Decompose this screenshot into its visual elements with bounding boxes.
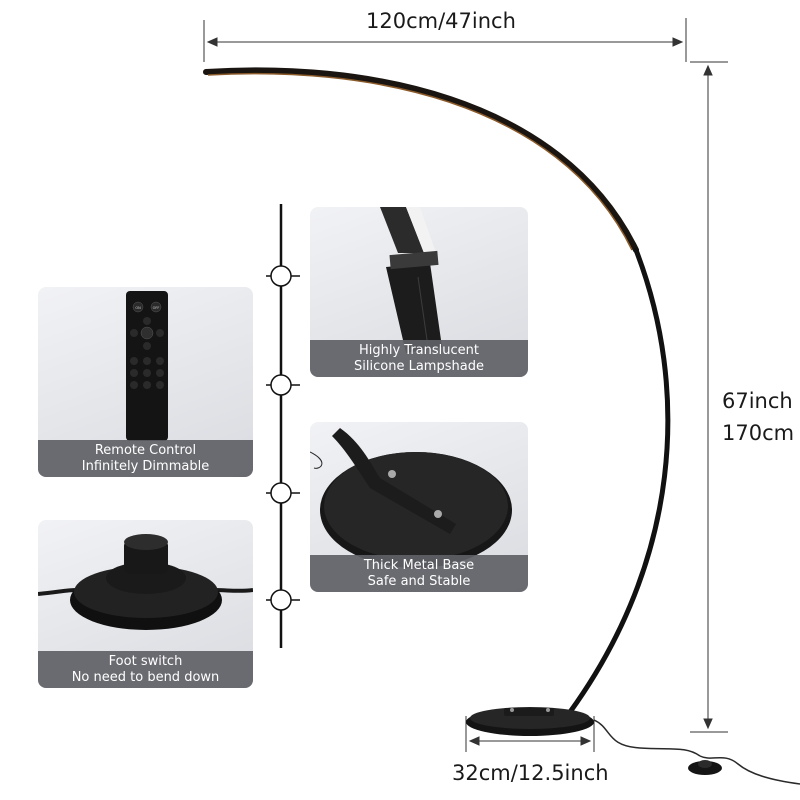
feature-card-remote: ON OFF Remote Control Infinitely Dimmabl… xyxy=(38,287,253,477)
lamp-base-icon xyxy=(466,707,594,736)
feature-card-lampshade: Highly Translucent Silicone Lampshade xyxy=(310,207,528,377)
caption-line-2: Infinitely Dimmable xyxy=(81,458,210,474)
timeline-node-icon xyxy=(266,589,300,611)
remote-control-icon: ON OFF xyxy=(126,291,168,441)
caption-switch: Foot switch No need to bend down xyxy=(38,651,253,688)
foot-switch-closeup-icon xyxy=(38,534,253,630)
remote-on-label: ON xyxy=(135,306,141,310)
caption-remote: Remote Control Infinitely Dimmable xyxy=(38,440,253,477)
lampshade-closeup-icon xyxy=(380,207,442,353)
remote-off-button: OFF xyxy=(150,301,162,313)
remote-off-label: OFF xyxy=(153,306,160,310)
metal-base-closeup-icon xyxy=(310,428,512,568)
caption-lampshade: Highly Translucent Silicone Lampshade xyxy=(310,340,528,377)
power-cable xyxy=(593,719,701,757)
width-dimension-line xyxy=(203,18,687,62)
caption-line-2: No need to bend down xyxy=(71,669,220,685)
timeline-node-icon xyxy=(266,265,300,287)
remote-on-button: ON xyxy=(132,301,144,313)
caption-line-2: Safe and Stable xyxy=(367,573,471,589)
caption-line-1: Highly Translucent xyxy=(358,342,479,358)
timeline-node-icon xyxy=(266,374,300,396)
base-dimension-line xyxy=(465,716,595,752)
caption-line-1: Thick Metal Base xyxy=(363,557,475,573)
arc-floor-lamp-icon xyxy=(203,67,671,715)
caption-line-1: Remote Control xyxy=(94,442,197,458)
caption-base: Thick Metal Base Safe and Stable xyxy=(310,555,528,592)
foot-switch-icon xyxy=(688,760,722,775)
caption-line-2: Silicone Lampshade xyxy=(354,358,484,374)
height-inch-label: 67inch xyxy=(722,389,793,413)
caption-line-1: Foot switch xyxy=(108,653,183,669)
height-cm-label: 170cm xyxy=(722,421,795,445)
base-width-label: 32cm/12.5inch xyxy=(452,761,609,785)
feature-card-switch: Foot switch No need to bend down xyxy=(38,520,253,688)
feature-card-base: Thick Metal Base Safe and Stable xyxy=(310,422,528,592)
height-dimension-line xyxy=(690,61,728,733)
feature-timeline xyxy=(266,204,300,648)
timeline-node-icon xyxy=(266,482,300,504)
width-label: 120cm/47inch xyxy=(366,9,516,33)
